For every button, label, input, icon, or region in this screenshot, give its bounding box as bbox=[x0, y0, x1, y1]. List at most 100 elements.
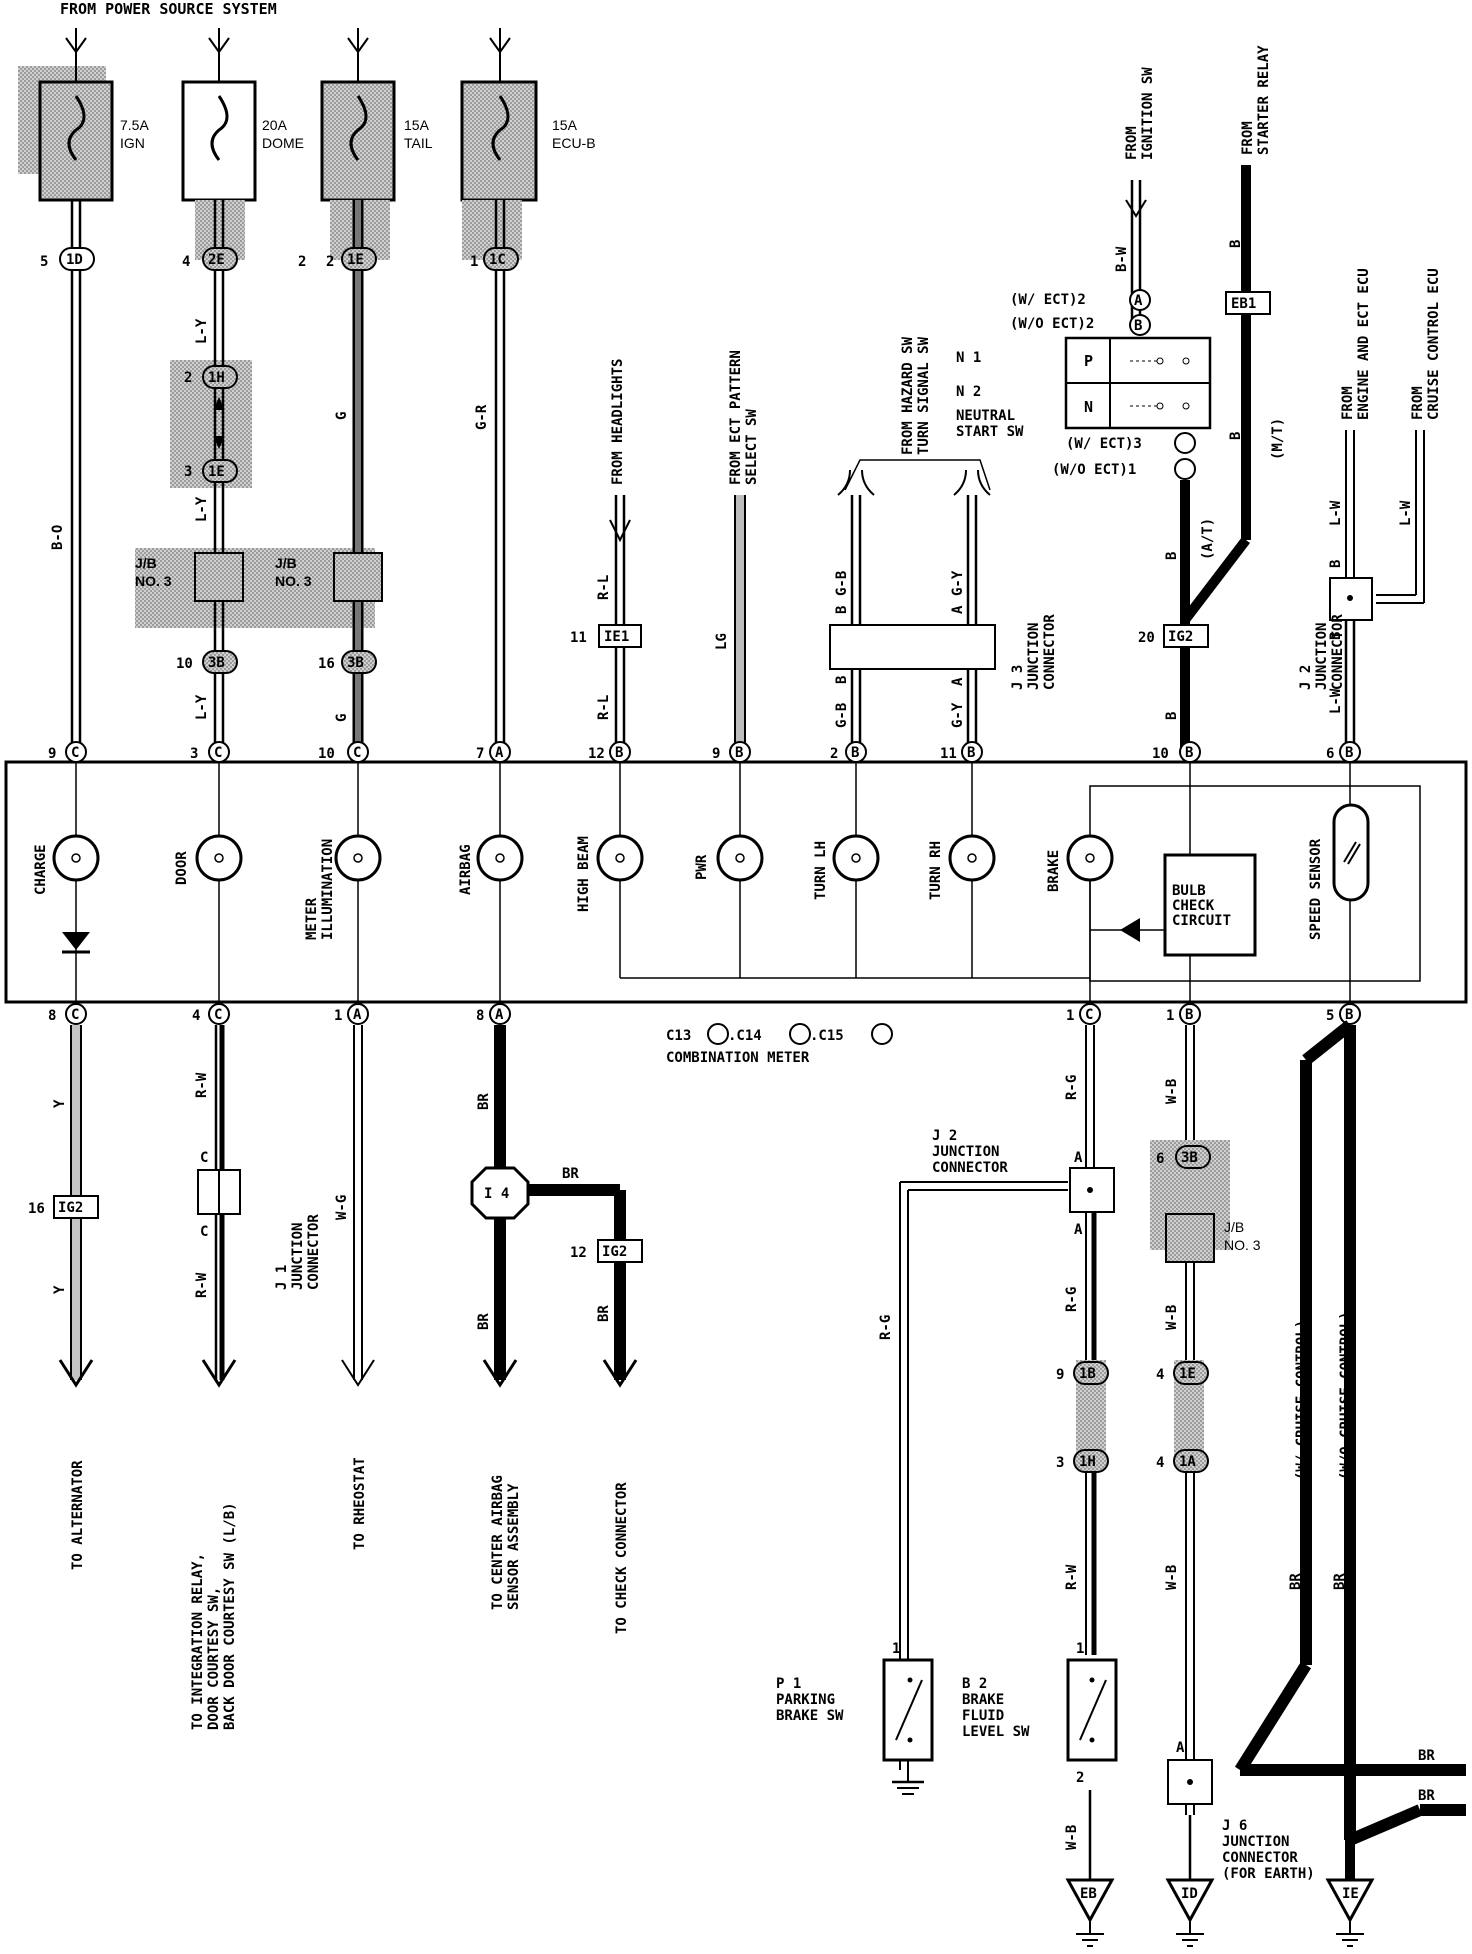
parking-label: P 1 bbox=[776, 1676, 801, 1692]
pin: 5 bbox=[1326, 1008, 1334, 1024]
source-engine-ecu: ENGINE AND ECT ECU bbox=[1356, 268, 1372, 420]
j2top-label: J 2 bbox=[1298, 665, 1314, 690]
pin: 10 bbox=[318, 746, 335, 762]
pin: 11 bbox=[940, 746, 957, 762]
pin: 7 bbox=[476, 746, 484, 762]
conn-label: 2E bbox=[208, 252, 225, 268]
source-cruise-ecu: FROM bbox=[1410, 386, 1426, 420]
ground-label: ID bbox=[1181, 1886, 1198, 1902]
source-cruise-ecu: CRUISE CONTROL ECU bbox=[1426, 268, 1442, 420]
pin: 1 bbox=[1066, 1008, 1074, 1024]
ground-label: IE bbox=[1342, 1886, 1359, 1902]
fuse-rating: 15A bbox=[404, 117, 430, 133]
wire-color: B bbox=[1228, 432, 1244, 440]
pin: 8 bbox=[48, 1008, 56, 1024]
fuse-name: ECU-B bbox=[552, 135, 596, 151]
wire-color: Y bbox=[52, 1285, 68, 1294]
dest-alternator: TO ALTERNATOR bbox=[70, 1460, 86, 1570]
pin: 4 bbox=[1156, 1367, 1164, 1383]
wire-color: L-Y bbox=[194, 318, 210, 344]
neutral-name: START SW bbox=[956, 424, 1024, 440]
fuse-rating: 15A bbox=[552, 117, 578, 133]
neutral-start-switch: (W/ ECT)2 (W/O ECT)2 A B N 1 N 2 NEUTRAL… bbox=[956, 289, 1286, 560]
conn-label: 1C bbox=[489, 252, 506, 268]
pin-letter: B bbox=[967, 745, 975, 761]
brake-fluid-label: LEVEL SW bbox=[962, 1724, 1030, 1740]
lamp-label: TURN RH bbox=[928, 841, 944, 900]
meter-top-pins: C C C A B B B B B B 9 3 10 7 12 9 2 11 1… bbox=[48, 741, 1361, 763]
source-hazard: TURN SIGNAL SW bbox=[916, 336, 932, 455]
wire-color: B-W bbox=[1114, 246, 1130, 272]
conn-label: 1H bbox=[208, 370, 225, 386]
j2bot-label: JUNCTION bbox=[932, 1144, 999, 1160]
pin-letter: A bbox=[495, 1007, 504, 1023]
source-engine-ecu: FROM bbox=[1340, 386, 1356, 420]
pin-letter: C bbox=[1085, 1007, 1093, 1023]
pin: 11 bbox=[570, 630, 587, 646]
pin-letter: C bbox=[214, 1007, 222, 1023]
source-headlights: FROM HEADLIGHTS bbox=[610, 359, 626, 485]
at-label: (A/T) bbox=[1200, 518, 1216, 560]
brake-fluid-label: FLUID bbox=[962, 1708, 1004, 1724]
wire-color: B bbox=[1328, 632, 1344, 640]
wire-color: B-O bbox=[50, 525, 66, 550]
pin-letter: B bbox=[1185, 1007, 1193, 1023]
pin: 9 bbox=[48, 746, 56, 762]
pin: 10 bbox=[176, 656, 193, 672]
dest-check: TO CHECK CONNECTOR bbox=[614, 1482, 630, 1634]
wires-bottom bbox=[58, 1020, 1466, 1880]
neutral-n: N bbox=[1084, 398, 1093, 416]
pin: 2 bbox=[326, 254, 334, 270]
dest-integration: TO INTEGRATION RELAY, bbox=[190, 1553, 206, 1730]
pin-letter: B bbox=[735, 745, 743, 761]
pin: 4 bbox=[192, 1008, 200, 1024]
j2bot-label: CONNECTOR bbox=[932, 1160, 1008, 1176]
pin: 1 bbox=[1166, 1008, 1174, 1024]
wire-color: R-W bbox=[194, 1072, 210, 1098]
conn-label: 1E bbox=[208, 464, 225, 480]
wire-color: R-L bbox=[596, 695, 612, 720]
fuse-ecub: 15A ECU-B bbox=[460, 80, 596, 202]
j6-label: JUNCTION bbox=[1222, 1834, 1289, 1850]
wire-color: L-W bbox=[1328, 500, 1344, 526]
meter-name: COMBINATION METER bbox=[666, 1050, 810, 1066]
top-connectors: 1D 2E 1E 1C 5 4 2 2 1 1H 2 1E 3 J/B NO. … bbox=[40, 247, 1373, 690]
wire-color: W-B bbox=[1164, 1079, 1180, 1104]
pin: 12 bbox=[570, 1245, 587, 1261]
bulb-check-label: CIRCUIT bbox=[1172, 913, 1231, 929]
fuse-rating: 7.5A bbox=[120, 117, 149, 133]
conn-label: 3B bbox=[208, 655, 225, 671]
lamp-label: HIGH BEAM bbox=[576, 836, 592, 912]
pin: 3 bbox=[184, 464, 192, 480]
wire-color: C bbox=[200, 1224, 208, 1240]
cruise-label: (W/ CRUISE CONTROL) bbox=[1294, 1320, 1310, 1480]
j2top-label: JUNCTION bbox=[1314, 623, 1330, 690]
wire-color: W-B bbox=[1164, 1305, 1180, 1330]
wire-color: BR bbox=[1332, 1573, 1348, 1590]
jb-label: J/B bbox=[1224, 1219, 1244, 1235]
j6-label: J 6 bbox=[1222, 1818, 1247, 1834]
wire-color: L-Y bbox=[194, 694, 210, 720]
fuse-ign: 7.5A IGN bbox=[18, 66, 149, 202]
neutral-label: (W/O ECT)2 bbox=[1010, 316, 1094, 332]
pin-letter: C bbox=[71, 745, 79, 761]
meter-connector-label: C13 bbox=[666, 1028, 691, 1044]
parking-label: PARKING bbox=[776, 1692, 835, 1708]
dest-integration: DOOR COURTESY SW, bbox=[206, 1587, 222, 1730]
conn-label: 3B bbox=[347, 655, 364, 671]
combination-meter: BULB CHECK CIRCUIT CHARGE DOOR METER ILL… bbox=[4, 741, 1468, 1066]
j3-label: JUNCTION bbox=[1026, 623, 1042, 690]
pin: 2 bbox=[298, 254, 306, 270]
pin: 16 bbox=[318, 656, 335, 672]
neutral-label: (W/ ECT)2 bbox=[1010, 292, 1086, 308]
wire-color: W-B bbox=[1164, 1565, 1180, 1590]
source-ect: SELECT SW bbox=[744, 409, 760, 485]
j3-label: CONNECTOR bbox=[1042, 614, 1058, 690]
fuse-dome: 20A DOME bbox=[181, 80, 304, 202]
lamp-label: DOOR bbox=[174, 851, 190, 885]
wire-color: R-G bbox=[1064, 1287, 1080, 1312]
pin: 2 bbox=[830, 746, 838, 762]
wire-color: A bbox=[1074, 1150, 1083, 1166]
wire-color: R-G bbox=[878, 1315, 894, 1340]
